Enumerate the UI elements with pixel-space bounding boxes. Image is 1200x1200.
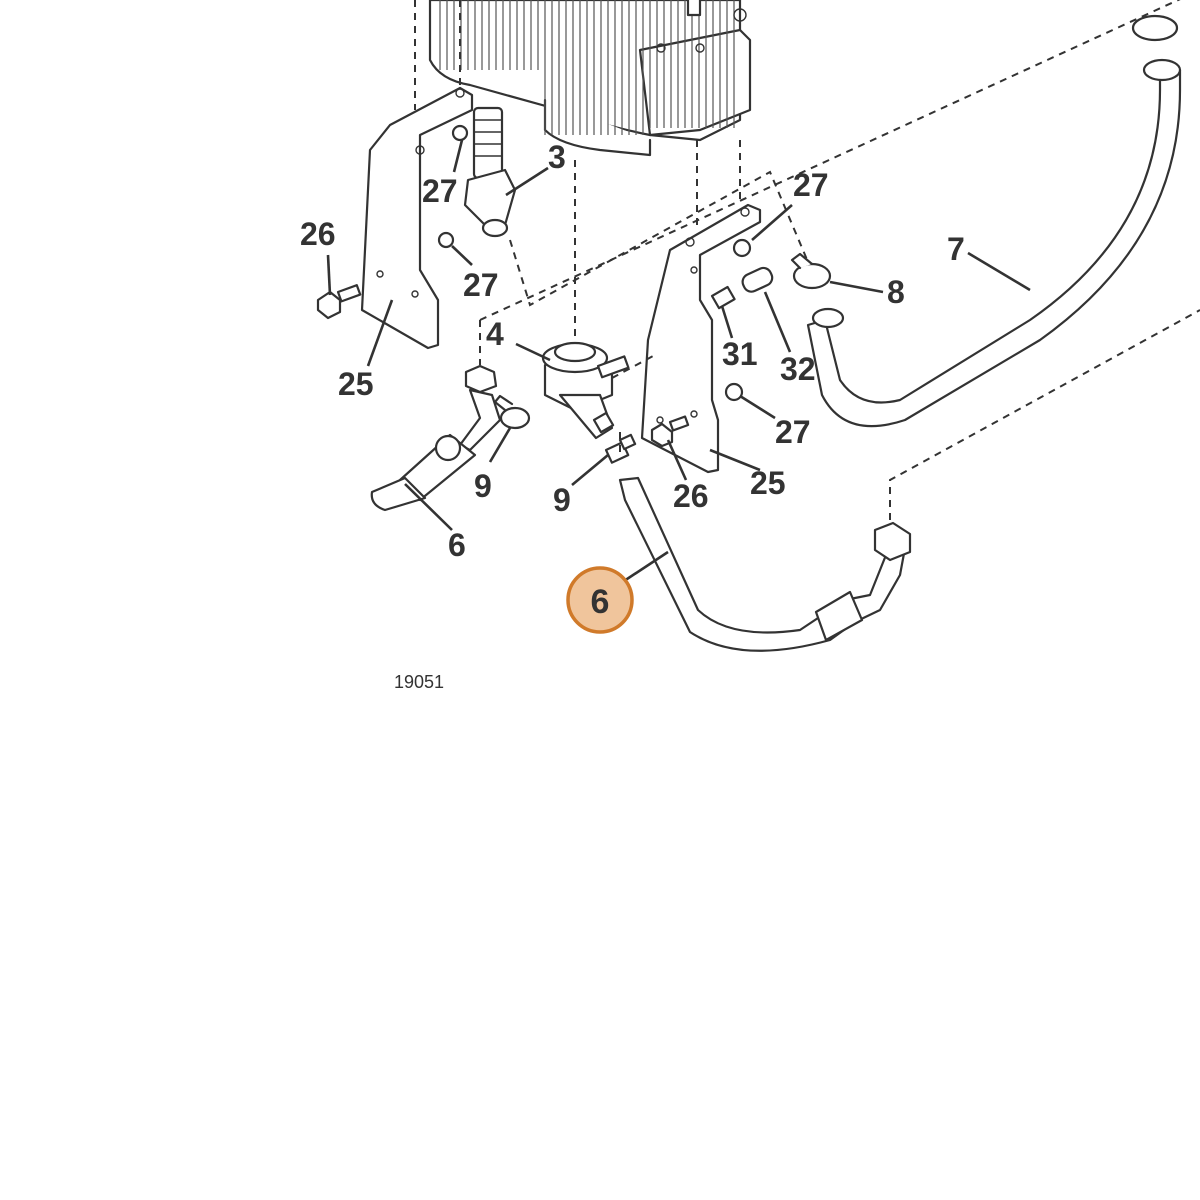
leader-lines [326,139,1031,587]
figure-id: 19051 [394,672,444,692]
bolt-left[interactable] [316,284,362,320]
fitting[interactable] [604,433,637,464]
assembly-lines [414,0,1200,520]
elbow-32[interactable] [740,265,775,294]
left-bracket[interactable] [360,86,474,350]
callout-26[interactable]: 26 [673,478,709,514]
callout-4[interactable]: 4 [486,316,504,352]
callout-27[interactable]: 27 [793,167,829,203]
oil-hose-right[interactable] [618,476,912,652]
hose-7[interactable] [806,14,1182,428]
fitting-31[interactable] [710,285,736,310]
callout-9[interactable]: 9 [474,468,492,504]
callout-6[interactable]: 6 [448,527,466,563]
callout-25[interactable]: 25 [338,366,374,402]
callout-7[interactable]: 7 [947,231,965,267]
callout-31[interactable]: 31 [722,336,758,372]
hose-clamp-8[interactable] [790,252,832,290]
callout-27[interactable]: 27 [775,414,811,450]
callout-3[interactable]: 3 [548,139,566,175]
callout-26[interactable]: 26 [300,216,336,252]
washer[interactable] [437,231,455,249]
oil-cooler[interactable] [428,0,752,157]
callout-32[interactable]: 32 [780,351,816,387]
valve[interactable] [541,341,630,440]
washer[interactable] [724,382,744,402]
callout-8[interactable]: 8 [887,274,905,310]
callout-27[interactable]: 27 [422,173,458,209]
temperature-sensor[interactable] [463,106,517,238]
callout-27[interactable]: 27 [463,267,499,303]
hose-clamp[interactable] [493,394,531,430]
highlight-label: 6 [591,583,610,621]
callout-9[interactable]: 9 [553,482,571,518]
highlight-circle [566,566,634,634]
highlighted-callout[interactable]: 6 [566,566,634,634]
washer[interactable] [732,238,752,258]
callout-25[interactable]: 25 [750,465,786,501]
oil-hose-left[interactable] [370,364,502,512]
washer[interactable] [451,124,469,142]
right-bracket[interactable] [640,203,762,474]
